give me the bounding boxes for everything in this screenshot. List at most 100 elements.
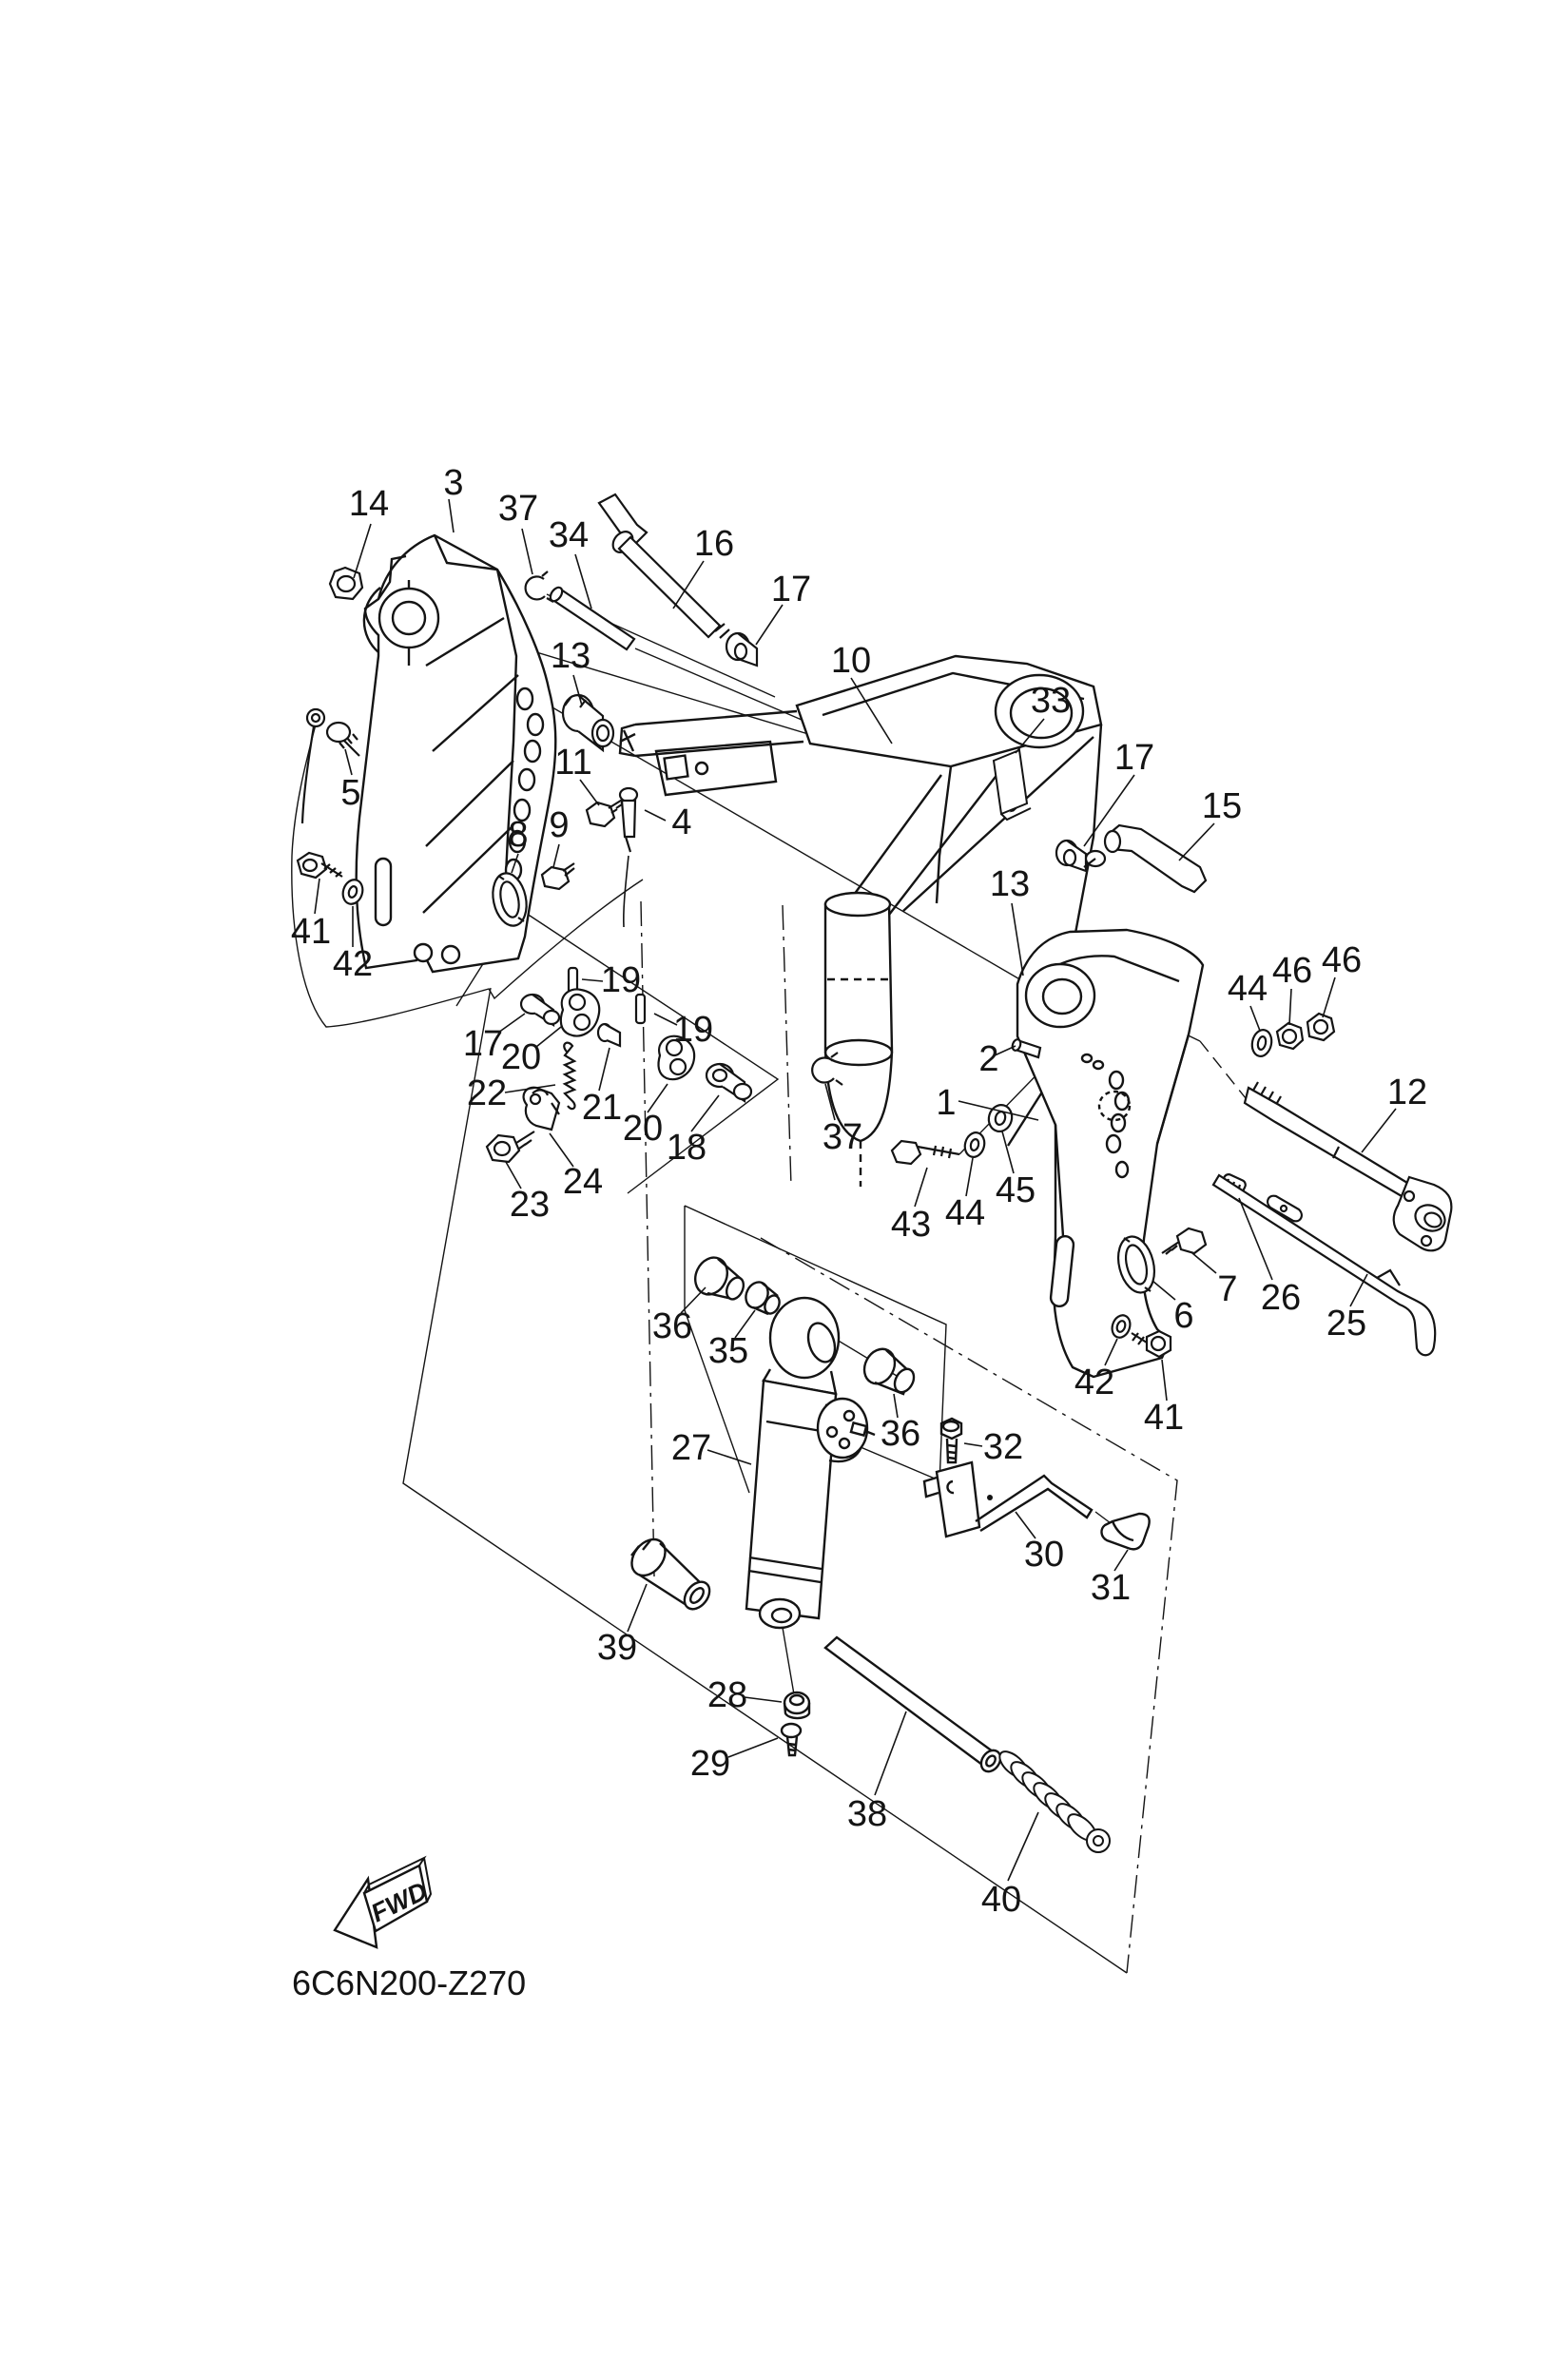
spring-22 (562, 1041, 577, 1111)
part-callout-23-28: 23 (510, 1185, 550, 1225)
washer-42-left (341, 879, 364, 905)
tilt-rod-16 (597, 493, 730, 639)
fwd-marker: FWD (333, 1855, 433, 1949)
part-callout-26-41: 26 (1261, 1278, 1301, 1318)
part-callout-13-18: 13 (990, 864, 1030, 904)
pin-19-b (634, 993, 647, 1025)
stopper-pin-4 (618, 786, 639, 928)
cylinder-27 (745, 1296, 841, 1630)
part-callout-29-54: 29 (690, 1744, 730, 1784)
rod-25 (1211, 1173, 1437, 1357)
part-callout-2-31: 2 (978, 1039, 998, 1079)
nut-46-a (1275, 1021, 1305, 1051)
part-callout-42-43: 42 (1074, 1363, 1114, 1402)
washer-45 (987, 1104, 1014, 1132)
cylinder-valve-disc (816, 1397, 876, 1463)
right-lower-hardware (1111, 1227, 1208, 1359)
part-callout-13-6: 13 (551, 636, 590, 676)
part-callout-41-44: 41 (1144, 1398, 1184, 1438)
link-20-b (657, 1034, 696, 1081)
bushing-39 (630, 1537, 711, 1611)
bushing-17-cluster (519, 993, 561, 1027)
right-transom-bracket (1016, 928, 1205, 1379)
part-callout-11-12: 11 (554, 743, 591, 783)
bushing-13-left (561, 693, 615, 753)
bushing-17-mid (1055, 839, 1088, 873)
part-callout-31-51: 31 (1091, 1568, 1131, 1608)
grommet-6 (1116, 1235, 1156, 1294)
part-callout-15-10: 15 (1202, 786, 1242, 826)
part-callout-6-40: 6 (1173, 1296, 1193, 1336)
part-callout-37-2: 37 (498, 489, 538, 529)
clamp-24 (522, 1086, 561, 1131)
pin-21 (596, 1022, 622, 1048)
snap-ring-37-lower (811, 1052, 843, 1086)
bolt-12 (1243, 1081, 1453, 1252)
part-callout-35-46: 35 (708, 1331, 748, 1371)
bracket-mount-hardware-right (1243, 1012, 1453, 1252)
ring-terminal (300, 707, 326, 824)
bolt-23 (485, 1131, 535, 1164)
washer-44-lower (963, 1131, 986, 1158)
part-callout-38-55: 38 (847, 1794, 887, 1834)
washer-42-right (1111, 1314, 1132, 1339)
part-callout-24-27: 24 (563, 1162, 603, 1202)
part-callout-1-30: 1 (936, 1083, 956, 1123)
bracket-mount-hardware-left (890, 1038, 1042, 1166)
part-callout-9-13: 9 (549, 805, 569, 845)
diagram-code: 6C6N200-Z270 (292, 1963, 526, 2002)
nut-14 (328, 566, 364, 601)
part-callout-34-3: 34 (549, 515, 589, 555)
grommet-8 (492, 872, 528, 927)
tilt-cylinder-assembly (630, 1256, 1151, 1853)
washer-44-upper (1250, 1029, 1273, 1057)
tilt-axis-line (640, 900, 655, 1577)
tilt-stop-rod (1211, 1173, 1437, 1357)
bolt-41-left (296, 851, 343, 880)
part-callout-42-17: 42 (333, 944, 373, 984)
bolt-41-42-left (296, 851, 364, 905)
part-callout-17-5: 17 (771, 570, 811, 609)
bushing-36-lower (862, 1347, 916, 1396)
part-callout-3-1: 3 (443, 463, 463, 503)
part-callout-46-33: 46 (1272, 951, 1312, 991)
part-callout-45-38: 45 (996, 1170, 1036, 1210)
part-callout-44-37: 44 (945, 1193, 985, 1233)
screw-5 (325, 721, 360, 757)
lever-15 (1083, 823, 1208, 894)
part-callout-30-50: 30 (1024, 1535, 1064, 1575)
part-callout-12-35: 12 (1387, 1073, 1427, 1112)
part-callout-19-20: 19 (673, 1010, 713, 1050)
left-mid-hardware (492, 786, 639, 928)
bolt-32 (939, 1417, 963, 1464)
pin-2 (1011, 1038, 1042, 1059)
part-callout-18-26: 18 (667, 1128, 707, 1168)
nut-46-b (1306, 1012, 1336, 1042)
part-callout-20-22: 20 (501, 1037, 541, 1077)
grommet-28 (783, 1691, 811, 1720)
part-callout-36-48: 36 (881, 1414, 920, 1454)
bolt-9 (540, 862, 575, 891)
bolt-7 (1161, 1227, 1208, 1255)
part-callout-36-45: 36 (652, 1306, 692, 1346)
part-callout-10-7: 10 (831, 641, 871, 681)
bushing-17-upper (725, 631, 759, 667)
part-callout-44-32: 44 (1228, 969, 1268, 1009)
tube-38 (823, 1635, 1002, 1773)
panel-dashdot-edge (760, 1237, 1178, 1974)
part-callout-41-16: 41 (291, 912, 331, 952)
cap-31 (1100, 1512, 1151, 1551)
part-callout-17-9: 17 (1114, 738, 1154, 778)
leader-lines (314, 498, 1397, 1882)
bushing-18 (705, 1062, 753, 1104)
part-callout-37-29: 37 (823, 1117, 862, 1157)
bolt-41-right (1131, 1329, 1172, 1359)
link-20-a (559, 988, 601, 1037)
pin-34-end (549, 586, 564, 603)
part-callout-16-4: 16 (694, 524, 734, 564)
right-eye-axis-dash (1199, 1040, 1247, 1099)
part-callout-33-8: 33 (1031, 681, 1071, 721)
